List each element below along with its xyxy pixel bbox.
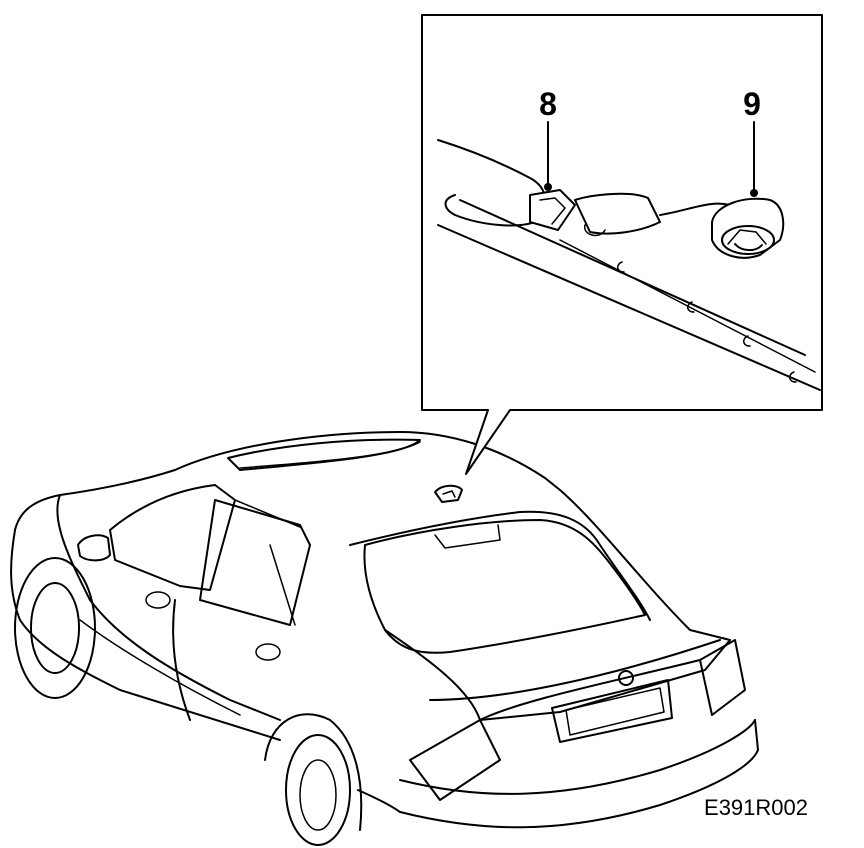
callout-label-8: 8 <box>539 86 557 122</box>
roof-antenna-mount <box>434 484 463 503</box>
figure-code: E391R002 <box>704 795 808 820</box>
callout-label-9: 9 <box>743 86 761 122</box>
antenna-base-part-9 <box>711 197 785 259</box>
car-illustration <box>10 431 759 846</box>
connector-part-8 <box>529 189 576 231</box>
callout-frame <box>421 14 823 475</box>
detail-callout: 8 9 <box>421 14 823 475</box>
